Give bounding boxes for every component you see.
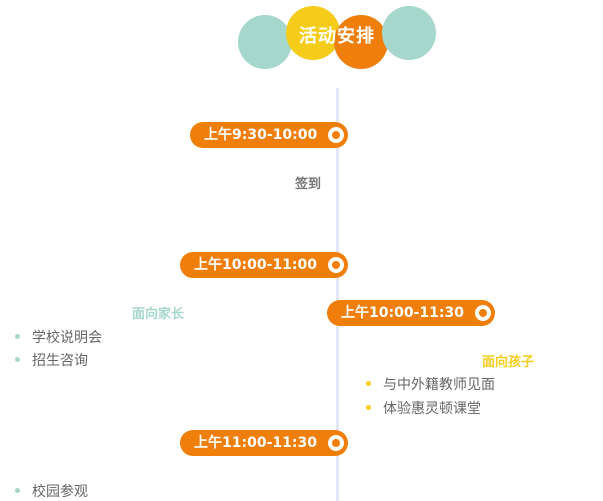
decor-circle-yellow — [286, 6, 340, 60]
decor-circle-teal-left — [238, 15, 292, 69]
group-heading-parents: 面向家长 — [132, 307, 185, 322]
bullet-icon — [15, 357, 20, 362]
list-item: 与中外籍教师见面 — [383, 377, 495, 393]
time-pill-2: 上午10:00-11:00 — [180, 252, 348, 278]
time-pill-4: 上午11:00-11:30 — [180, 430, 348, 456]
decor-circle-teal-right — [382, 6, 436, 60]
time-pill-1: 上午9:30-10:00 — [190, 122, 348, 148]
ring-icon — [328, 435, 344, 451]
time-label: 上午9:30-10:00 — [204, 127, 318, 143]
time-label: 上午11:00-11:30 — [194, 435, 317, 451]
ring-icon — [475, 305, 491, 321]
page-title: 活动安排 — [299, 26, 375, 47]
decor-circle-orange — [334, 15, 388, 69]
list-item: 招生咨询 — [32, 353, 88, 369]
bullet-icon — [15, 488, 20, 493]
time-label: 上午10:00-11:30 — [341, 305, 464, 321]
list-item: 体验惠灵顿课堂 — [383, 401, 481, 417]
list-item: 校园参观 — [32, 484, 88, 500]
bullet-icon — [366, 405, 371, 410]
bullet-icon — [366, 381, 371, 386]
bullet-icon — [15, 334, 20, 339]
ring-icon — [328, 257, 344, 273]
time-pill-3: 上午10:00-11:30 — [327, 300, 495, 326]
activity-checkin: 签到 — [295, 177, 322, 192]
time-label: 上午10:00-11:00 — [194, 257, 317, 273]
ring-icon — [328, 127, 344, 143]
list-item: 学校说明会 — [32, 330, 102, 346]
group-heading-children: 面向孩子 — [482, 355, 535, 370]
timeline-line — [336, 88, 339, 501]
